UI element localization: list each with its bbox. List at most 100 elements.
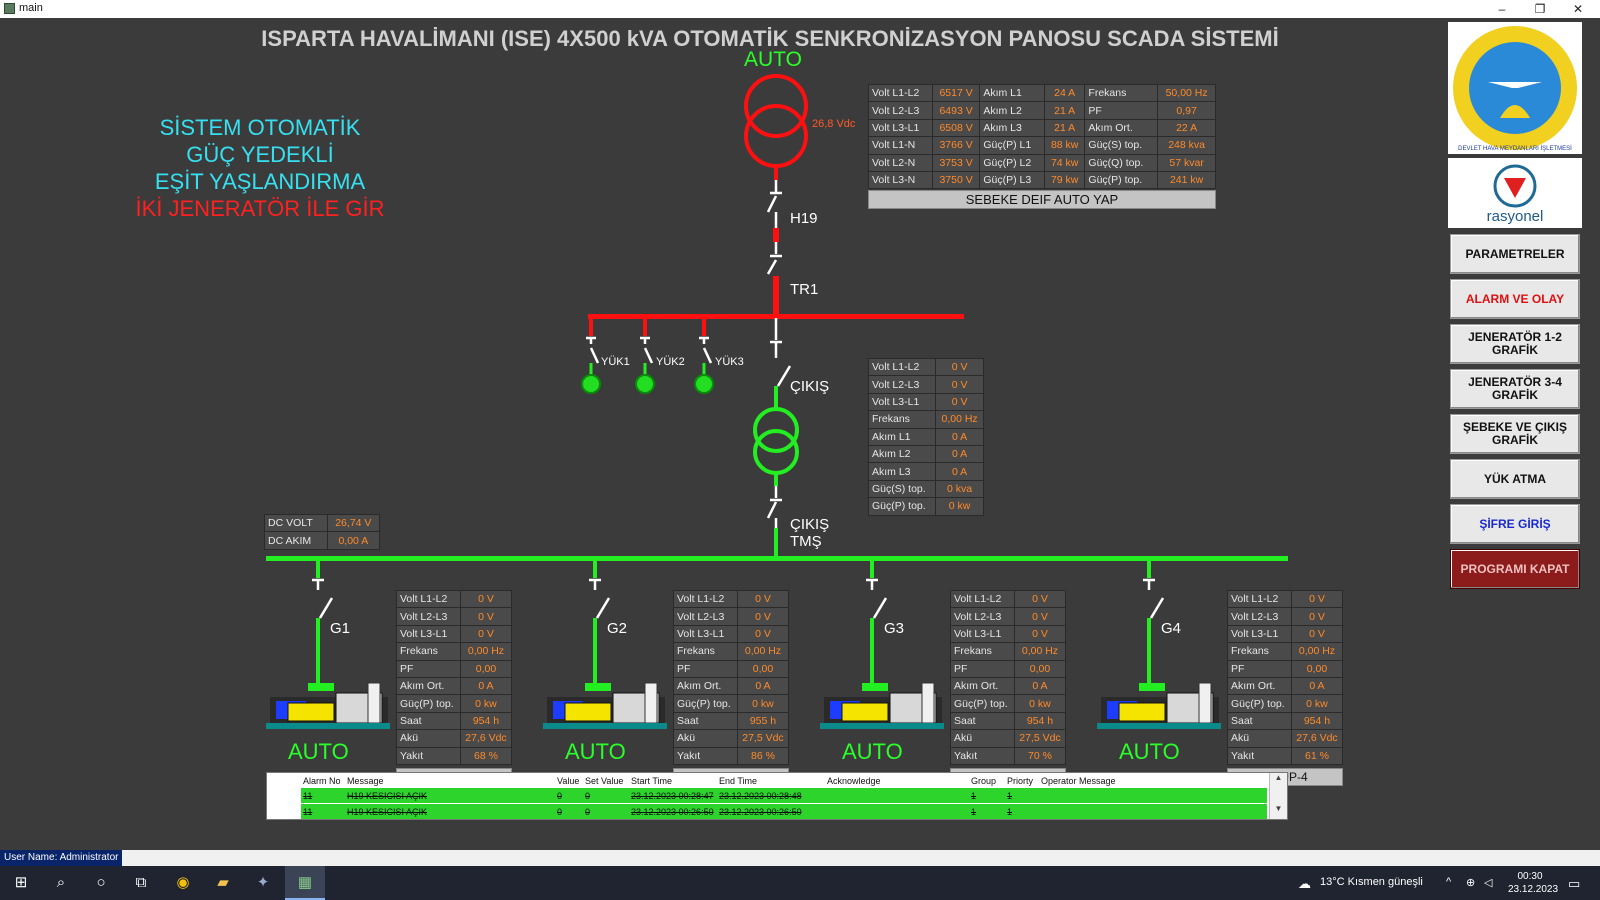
output-breaker[interactable] xyxy=(770,318,792,387)
scada-app-icon: ▦ xyxy=(297,874,313,891)
output-tms-breaker[interactable] xyxy=(766,486,782,528)
task-view-icon[interactable]: ⧉ xyxy=(135,874,147,891)
alarm-list[interactable]: Alarm No Message Value Set Value Start Time E… xyxy=(266,772,1288,820)
alarm-cell: 11 xyxy=(303,791,313,801)
measurement-value: 0 V xyxy=(935,375,984,394)
scada-app-taskbar-button[interactable] xyxy=(285,866,325,900)
rasyonel-logo-icon xyxy=(1493,164,1537,208)
mains-deif-auto-button[interactable]: SEBEKE DEIF AUTO YAP xyxy=(868,190,1216,209)
alarm-column-header[interactable]: Value xyxy=(557,776,580,786)
measurement-value: 27,5 Vdc xyxy=(1013,729,1067,748)
measurement-label: Akım Ort. xyxy=(1227,676,1292,696)
close-program-button[interactable]: PROGRAMI KAPAT xyxy=(1450,549,1580,589)
tr1-link xyxy=(773,276,779,316)
windows-start-icon[interactable]: ⊞ xyxy=(14,874,28,891)
measurement-value: 0,00 A xyxy=(326,531,381,550)
app-icon[interactable]: ✦ xyxy=(256,874,270,891)
cortana-icon[interactable]: ○ xyxy=(96,874,106,891)
measurement-value: 0,00 xyxy=(736,659,790,678)
table-row: Güç(P) top.0 kw xyxy=(396,694,513,713)
measurement-value: 954 h xyxy=(1013,711,1067,731)
alarm-events-button[interactable]: ALARM VE OLAY xyxy=(1450,279,1580,319)
generator-feeders[interactable] xyxy=(312,558,1165,686)
notification-icon[interactable]: ▭ xyxy=(1568,876,1581,891)
load-feeders[interactable] xyxy=(581,316,714,394)
alarm-column-header[interactable]: Operator Message xyxy=(1041,776,1116,786)
weather-text[interactable]: 13°C Kısmen güneşli xyxy=(1320,876,1423,888)
measurement-label: Güç(P) top. xyxy=(950,694,1015,713)
status-line: İKİ JENERATÖR İLE GİR xyxy=(135,196,385,221)
clock[interactable]: 00:30 23.12.2023 xyxy=(1508,871,1559,895)
measurement-label: Akım L2 xyxy=(979,101,1045,120)
generator-set-icon[interactable] xyxy=(266,682,390,729)
network-icon[interactable]: ⊕ xyxy=(1466,877,1476,889)
load2-lamp xyxy=(635,374,655,394)
output-transformer[interactable] xyxy=(753,407,799,486)
chrome-icon[interactable]: ◉ xyxy=(176,874,190,891)
measurement-label: Volt L2-L3 xyxy=(1227,607,1292,626)
volume-icon[interactable]: ◁ xyxy=(1484,877,1493,889)
minimize-button[interactable]: – xyxy=(1498,2,1506,16)
tr1-breaker[interactable] xyxy=(766,242,782,275)
h19-breaker[interactable] xyxy=(766,180,782,228)
h19-link xyxy=(773,228,779,242)
tray-chevron-icon[interactable]: ^ xyxy=(1446,876,1452,888)
generator-1-2-graph-button[interactable]: JENERATÖR 1-2 GRAFİK xyxy=(1450,324,1580,364)
search-icon[interactable]: ⌕ xyxy=(56,874,66,891)
tr1-label: TR1 xyxy=(790,281,819,298)
measurement-label: Frekans xyxy=(673,642,738,661)
password-login-button[interactable]: ŞİFRE GİRİŞ xyxy=(1450,504,1580,544)
measurement-label: Saat xyxy=(673,711,738,731)
alarm-column-header[interactable]: Acknowledge xyxy=(827,776,881,786)
alarm-column-header[interactable]: End Time xyxy=(719,776,758,786)
alarm-column-header[interactable]: Priorty xyxy=(1007,776,1034,786)
scroll-up-icon[interactable]: ▲ xyxy=(1274,773,1283,782)
measurement-value: 0 kw xyxy=(736,694,790,713)
generator-3-4-graph-button[interactable]: JENERATÖR 3-4 GRAFİK xyxy=(1450,369,1580,409)
alarm-column-header[interactable]: Message xyxy=(347,776,384,786)
close-button[interactable]: ✕ xyxy=(1572,2,1584,16)
alarm-column-header[interactable]: Alarm No xyxy=(303,776,341,786)
measurement-label: Akü xyxy=(673,729,738,748)
measurement-value: 0 V xyxy=(736,589,790,609)
generator-set-icon[interactable] xyxy=(1097,682,1221,729)
measurement-label: Güç(P) L1 xyxy=(979,136,1045,155)
parameters-button[interactable]: PARAMETRELER xyxy=(1450,234,1580,274)
measurement-value: 0 A xyxy=(459,676,513,696)
load-shedding-button[interactable]: YÜK ATMA xyxy=(1450,459,1580,499)
g3-feeder xyxy=(866,558,888,686)
measurement-value: 0 A xyxy=(935,444,984,464)
rasyonel-text: rasyonel xyxy=(1486,208,1544,225)
measurement-value: 50,00 Hz xyxy=(1157,83,1216,103)
weather-icon[interactable]: ☁ xyxy=(1298,876,1311,891)
alarm-list-header: Alarm No Message Value Set Value Start Time E… xyxy=(267,773,1267,788)
generator-set-icon[interactable] xyxy=(820,682,944,729)
mains-transformer[interactable] xyxy=(744,74,808,180)
generator-set-icon[interactable] xyxy=(543,682,667,729)
file-explorer-icon[interactable]: ▰ xyxy=(217,874,229,891)
restore-button[interactable]: ❐ xyxy=(1534,2,1546,16)
grid-output-graph-button[interactable]: ŞEBEKE VE ÇIKIŞ GRAFİK xyxy=(1450,414,1580,454)
measurement-value: 3750 V xyxy=(931,170,981,190)
scroll-down-icon[interactable]: ▼ xyxy=(1274,804,1283,813)
alarm-cell: 23.12.2023 00:28:47 xyxy=(631,791,714,801)
measurement-label: Volt L2-L3 xyxy=(673,607,738,626)
alarm-scrollbar[interactable]: ▲ ▼ xyxy=(1269,773,1287,819)
alarm-column-header[interactable]: Group xyxy=(971,776,997,786)
measurement-value: 57 kvar xyxy=(1157,153,1216,172)
alarm-column-header[interactable]: Set Value xyxy=(585,776,624,786)
alarm-column-header[interactable]: Start Time xyxy=(631,776,673,786)
measurement-label: Volt L2-N xyxy=(868,153,933,172)
